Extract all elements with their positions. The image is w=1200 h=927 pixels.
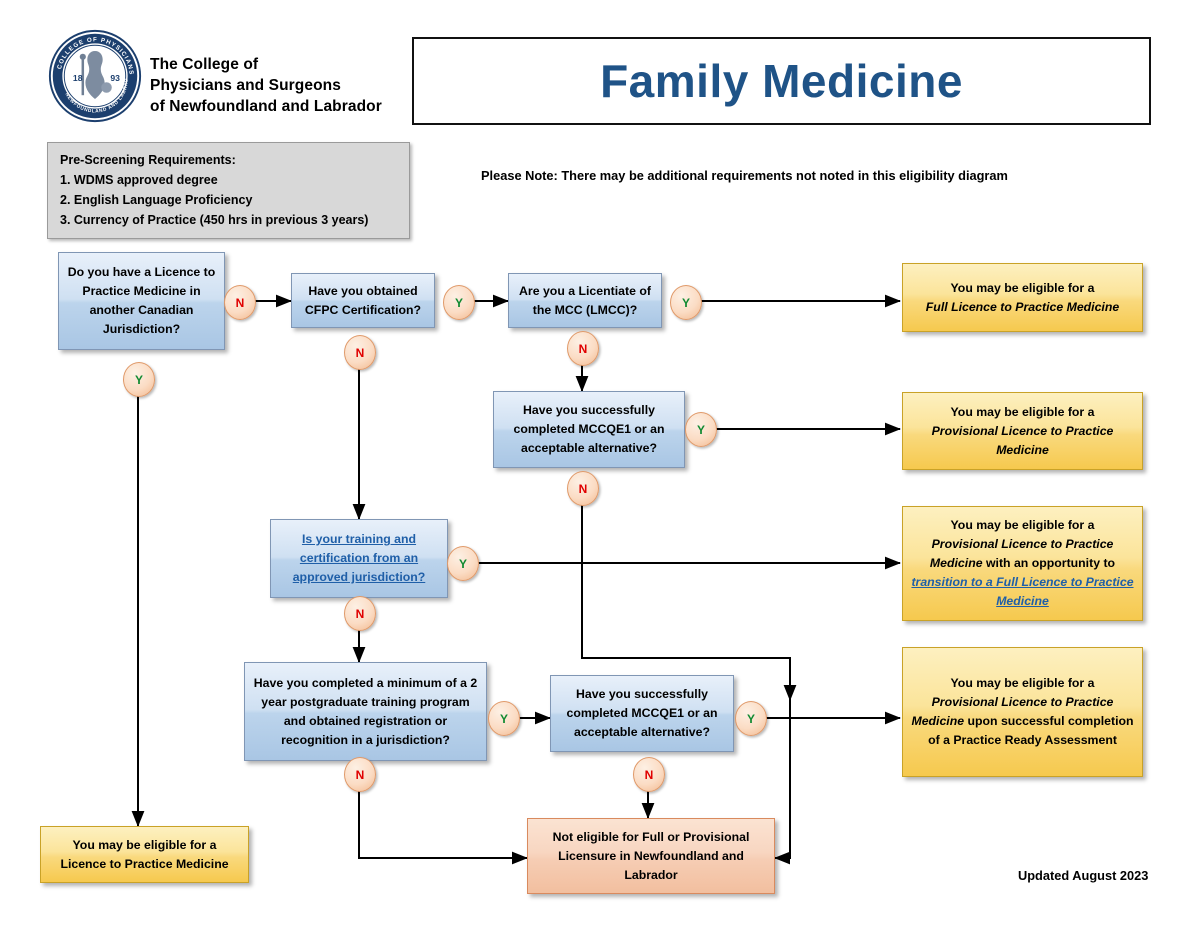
outcome-line-1: You may be eligible for a <box>950 676 1095 690</box>
organization-name: The College of Physicians and Surgeons o… <box>150 54 420 117</box>
prescreening-requirements-panel: Pre-Screening Requirements: 1. WDMS appr… <box>47 142 410 239</box>
outcome-line-1: You may be eligible for a <box>950 280 1095 295</box>
question-text: Are you a Licentiate of the MCC (LMCC)? <box>519 283 651 317</box>
question-box-postgraduate-training[interactable]: Have you completed a minimum of a 2 year… <box>244 662 487 761</box>
edge-label-q5-yes: Y <box>447 546 479 581</box>
edge-label-q6-yes: Y <box>488 701 520 736</box>
badge-text: Y <box>458 556 467 571</box>
outcome-text: You may be eligible for a Provisional Li… <box>910 674 1135 750</box>
outcome-text: You may be eligible for a Provisional Li… <box>910 516 1135 611</box>
outcome-line-2: Licence to Practice Medicine <box>60 856 229 871</box>
outcome-not-eligible: Not eligible for Full or Provisional Lic… <box>527 818 775 894</box>
outcome-provisional-with-pra: You may be eligible for a Provisional Li… <box>902 647 1143 777</box>
prescreening-item-3: 3. Currency of Practice (450 hrs in prev… <box>60 213 369 227</box>
badge-text: N <box>644 767 654 782</box>
badge-text: Y <box>454 295 463 310</box>
badge-text: N <box>235 295 245 310</box>
edge-label-q7-no: N <box>633 757 665 792</box>
edge-label-q1-yes: Y <box>123 362 155 397</box>
badge-text: N <box>355 767 365 782</box>
question-text: Have you successfully completed MCCQE1 o… <box>566 687 718 739</box>
badge-text: Y <box>681 295 690 310</box>
edge-label-q6-no: N <box>344 757 376 792</box>
prescreening-heading: Pre-Screening Requirements: <box>60 153 236 167</box>
question-text: Have you successfully completed MCCQE1 o… <box>513 403 665 455</box>
outcome-text: You may be eligible for a Provisional Li… <box>910 403 1135 460</box>
question-box-canadian-licence[interactable]: Do you have a Licence to Practice Medici… <box>58 252 225 350</box>
question-text: Have you obtained CFPC Certification? <box>304 283 422 317</box>
outcome-full-licence: You may be eligible for a Full Licence t… <box>902 263 1143 332</box>
edge-label-q4-yes: Y <box>685 412 717 447</box>
question-box-mccqe1-upper[interactable]: Have you successfully completed MCCQE1 o… <box>493 391 685 468</box>
org-line-1: The College of <box>150 56 259 73</box>
badge-text: Y <box>134 372 143 387</box>
outcome-line-2: Provisional Licence to Practice Medicine <box>931 423 1114 457</box>
question-text: Have you completed a minimum of a 2 year… <box>253 675 478 747</box>
edge-label-q7-yes: Y <box>735 701 767 736</box>
outcome-licence-left: You may be eligible for a Licence to Pra… <box>40 826 249 883</box>
outcome-transition-link[interactable]: transition to a Full Licence to Practice… <box>911 575 1134 608</box>
badge-text: N <box>355 345 365 360</box>
outcome-provisional-with-transition: You may be eligible for a Provisional Li… <box>902 506 1143 621</box>
badge-text: Y <box>696 422 705 437</box>
badge-text: Y <box>746 711 755 726</box>
edge-label-q1-no: N <box>224 285 256 320</box>
outcome-line-1: You may be eligible for a <box>950 518 1095 532</box>
college-crest-logo: 18 93 COLLEGE OF PHYSICIANS & SURGEONS N… <box>47 28 142 123</box>
question-box-mccqe1-lower[interactable]: Have you successfully completed MCCQE1 o… <box>550 675 734 752</box>
outcome-line-1: You may be eligible for a <box>950 404 1095 419</box>
question-text-link[interactable]: Is your training and certification from … <box>292 532 426 584</box>
page-title: Family Medicine <box>600 55 963 107</box>
svg-text:93: 93 <box>110 73 120 83</box>
outcome-text: You may be eligible for a Full Licence t… <box>910 279 1135 317</box>
question-text: Do you have a Licence to Practice Medici… <box>67 265 216 336</box>
outcome-text: Not eligible for Full or Provisional Lic… <box>552 829 750 882</box>
edge-label-q2-no: N <box>344 335 376 370</box>
outcome-provisional-licence: You may be eligible for a Provisional Li… <box>902 392 1143 470</box>
please-note-text: Please Note: There may be additional req… <box>481 168 1008 183</box>
outcome-line-3: with an opportunity to <box>982 556 1116 570</box>
question-box-lmcc[interactable]: Are you a Licentiate of the MCC (LMCC)? <box>508 273 662 328</box>
edge-label-q3-yes: Y <box>670 285 702 320</box>
edge-label-q2-yes: Y <box>443 285 475 320</box>
badge-text: N <box>355 606 365 621</box>
page-title-box: Family Medicine <box>412 37 1151 125</box>
org-line-2: Physicians and Surgeons <box>150 77 341 94</box>
svg-text:18: 18 <box>73 73 83 83</box>
badge-text: N <box>578 481 588 496</box>
question-box-cfpc-certification[interactable]: Have you obtained CFPC Certification? <box>291 273 435 328</box>
updated-date: Updated August 2023 <box>1018 868 1149 883</box>
badge-text: N <box>578 341 588 356</box>
outcome-line-2: Provisional Licence to Practice Medicine <box>911 695 1114 728</box>
outcome-line-1: You may be eligible for a <box>72 837 217 852</box>
prescreening-item-1: 1. WDMS approved degree <box>60 173 218 187</box>
outcome-line-3: upon successful completion of a Practice… <box>928 714 1134 747</box>
outcome-text: You may be eligible for a Licence to Pra… <box>48 836 241 874</box>
edge-label-q4-no: N <box>567 471 599 506</box>
edge-label-q5-no: N <box>344 596 376 631</box>
prescreening-item-2: 2. English Language Proficiency <box>60 193 253 207</box>
org-line-3: of Newfoundland and Labrador <box>150 98 382 115</box>
outcome-line-2: Provisional Licence to Practice Medicine <box>929 537 1114 570</box>
outcome-line-2: Full Licence to Practice Medicine <box>925 299 1120 314</box>
badge-text: Y <box>499 711 508 726</box>
question-box-approved-jurisdiction[interactable]: Is your training and certification from … <box>270 519 448 598</box>
edge-label-q3-no: N <box>567 331 599 366</box>
